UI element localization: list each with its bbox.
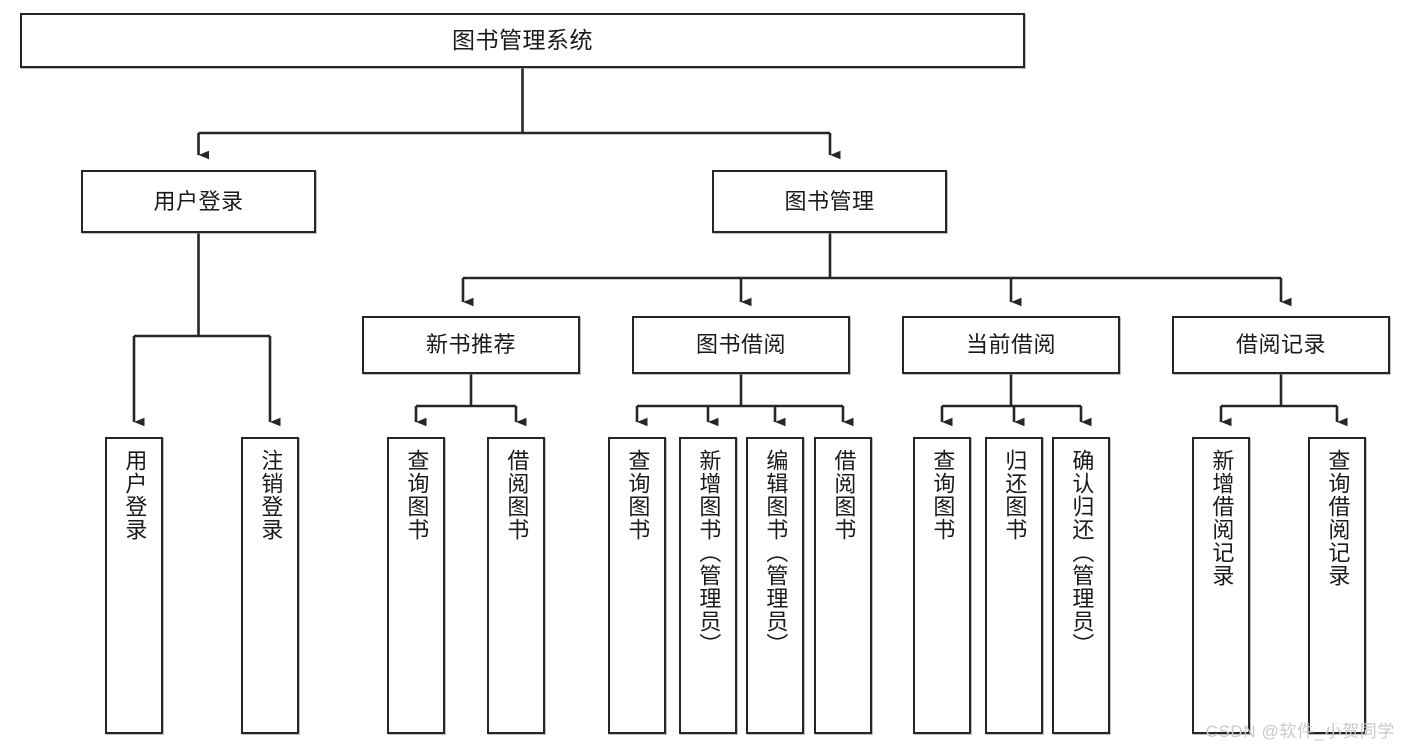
node-current-borrow-label: 当前借阅: [965, 332, 1056, 358]
node-leaf-query-book-3[interactable]: 查询图书: [913, 437, 971, 734]
node-leaf-borrow-book-2-label: 借阅图书: [831, 449, 857, 541]
node-leaf-user-logout[interactable]: 注销登录: [241, 437, 299, 734]
node-book-manage-label: 图书管理: [784, 188, 875, 214]
node-leaf-edit-book-label: 编辑图书（管理员）: [763, 449, 789, 656]
node-current-borrow[interactable]: 当前借阅: [902, 316, 1120, 374]
node-leaf-add-record[interactable]: 新增借阅记录: [1192, 437, 1250, 734]
node-borrow-record[interactable]: 借阅记录: [1172, 316, 1390, 374]
node-leaf-add-book[interactable]: 新增图书（管理员）: [679, 437, 737, 734]
node-leaf-edit-book[interactable]: 编辑图书（管理员）: [746, 437, 804, 734]
node-leaf-add-record-label: 新增借阅记录: [1209, 449, 1235, 587]
node-new-book-recommend-label: 新书推荐: [425, 332, 516, 358]
node-leaf-query-book-3-label: 查询图书: [930, 449, 956, 541]
node-leaf-return-book[interactable]: 归还图书: [985, 437, 1043, 734]
node-leaf-borrow-book-1[interactable]: 借阅图书: [487, 437, 545, 734]
node-leaf-query-book-2-label: 查询图书: [625, 449, 651, 541]
node-leaf-confirm-return-label: 确认归还（管理员）: [1069, 449, 1095, 656]
node-leaf-return-book-label: 归还图书: [1002, 449, 1028, 541]
node-user-login-label: 用户登录: [153, 188, 244, 214]
watermark: CSDN @软件_小贺同学: [1205, 722, 1395, 741]
node-leaf-add-book-label: 新增图书（管理员）: [696, 449, 722, 656]
node-book-borrow[interactable]: 图书借阅: [632, 316, 850, 374]
node-root[interactable]: 图书管理系统: [20, 13, 1025, 68]
node-leaf-confirm-return[interactable]: 确认归还（管理员）: [1052, 437, 1110, 734]
node-leaf-user-logout-label: 注销登录: [258, 449, 284, 541]
node-user-login[interactable]: 用户登录: [81, 170, 316, 233]
node-leaf-query-record-label: 查询借阅记录: [1325, 449, 1351, 587]
node-new-book-recommend[interactable]: 新书推荐: [362, 316, 580, 374]
node-leaf-borrow-book-2[interactable]: 借阅图书: [814, 437, 872, 734]
node-book-borrow-label: 图书借阅: [695, 332, 786, 358]
node-leaf-query-book-1[interactable]: 查询图书: [387, 437, 445, 734]
node-leaf-query-book-2[interactable]: 查询图书: [608, 437, 666, 734]
node-leaf-user-login-label: 用户登录: [122, 449, 148, 541]
node-leaf-borrow-book-1-label: 借阅图书: [504, 449, 530, 541]
node-leaf-user-login[interactable]: 用户登录: [105, 437, 163, 734]
node-book-manage[interactable]: 图书管理: [712, 170, 947, 233]
node-leaf-query-book-1-label: 查询图书: [404, 449, 430, 541]
node-root-label: 图书管理系统: [452, 26, 593, 53]
node-leaf-query-record[interactable]: 查询借阅记录: [1308, 437, 1366, 734]
node-borrow-record-label: 借阅记录: [1235, 332, 1326, 358]
